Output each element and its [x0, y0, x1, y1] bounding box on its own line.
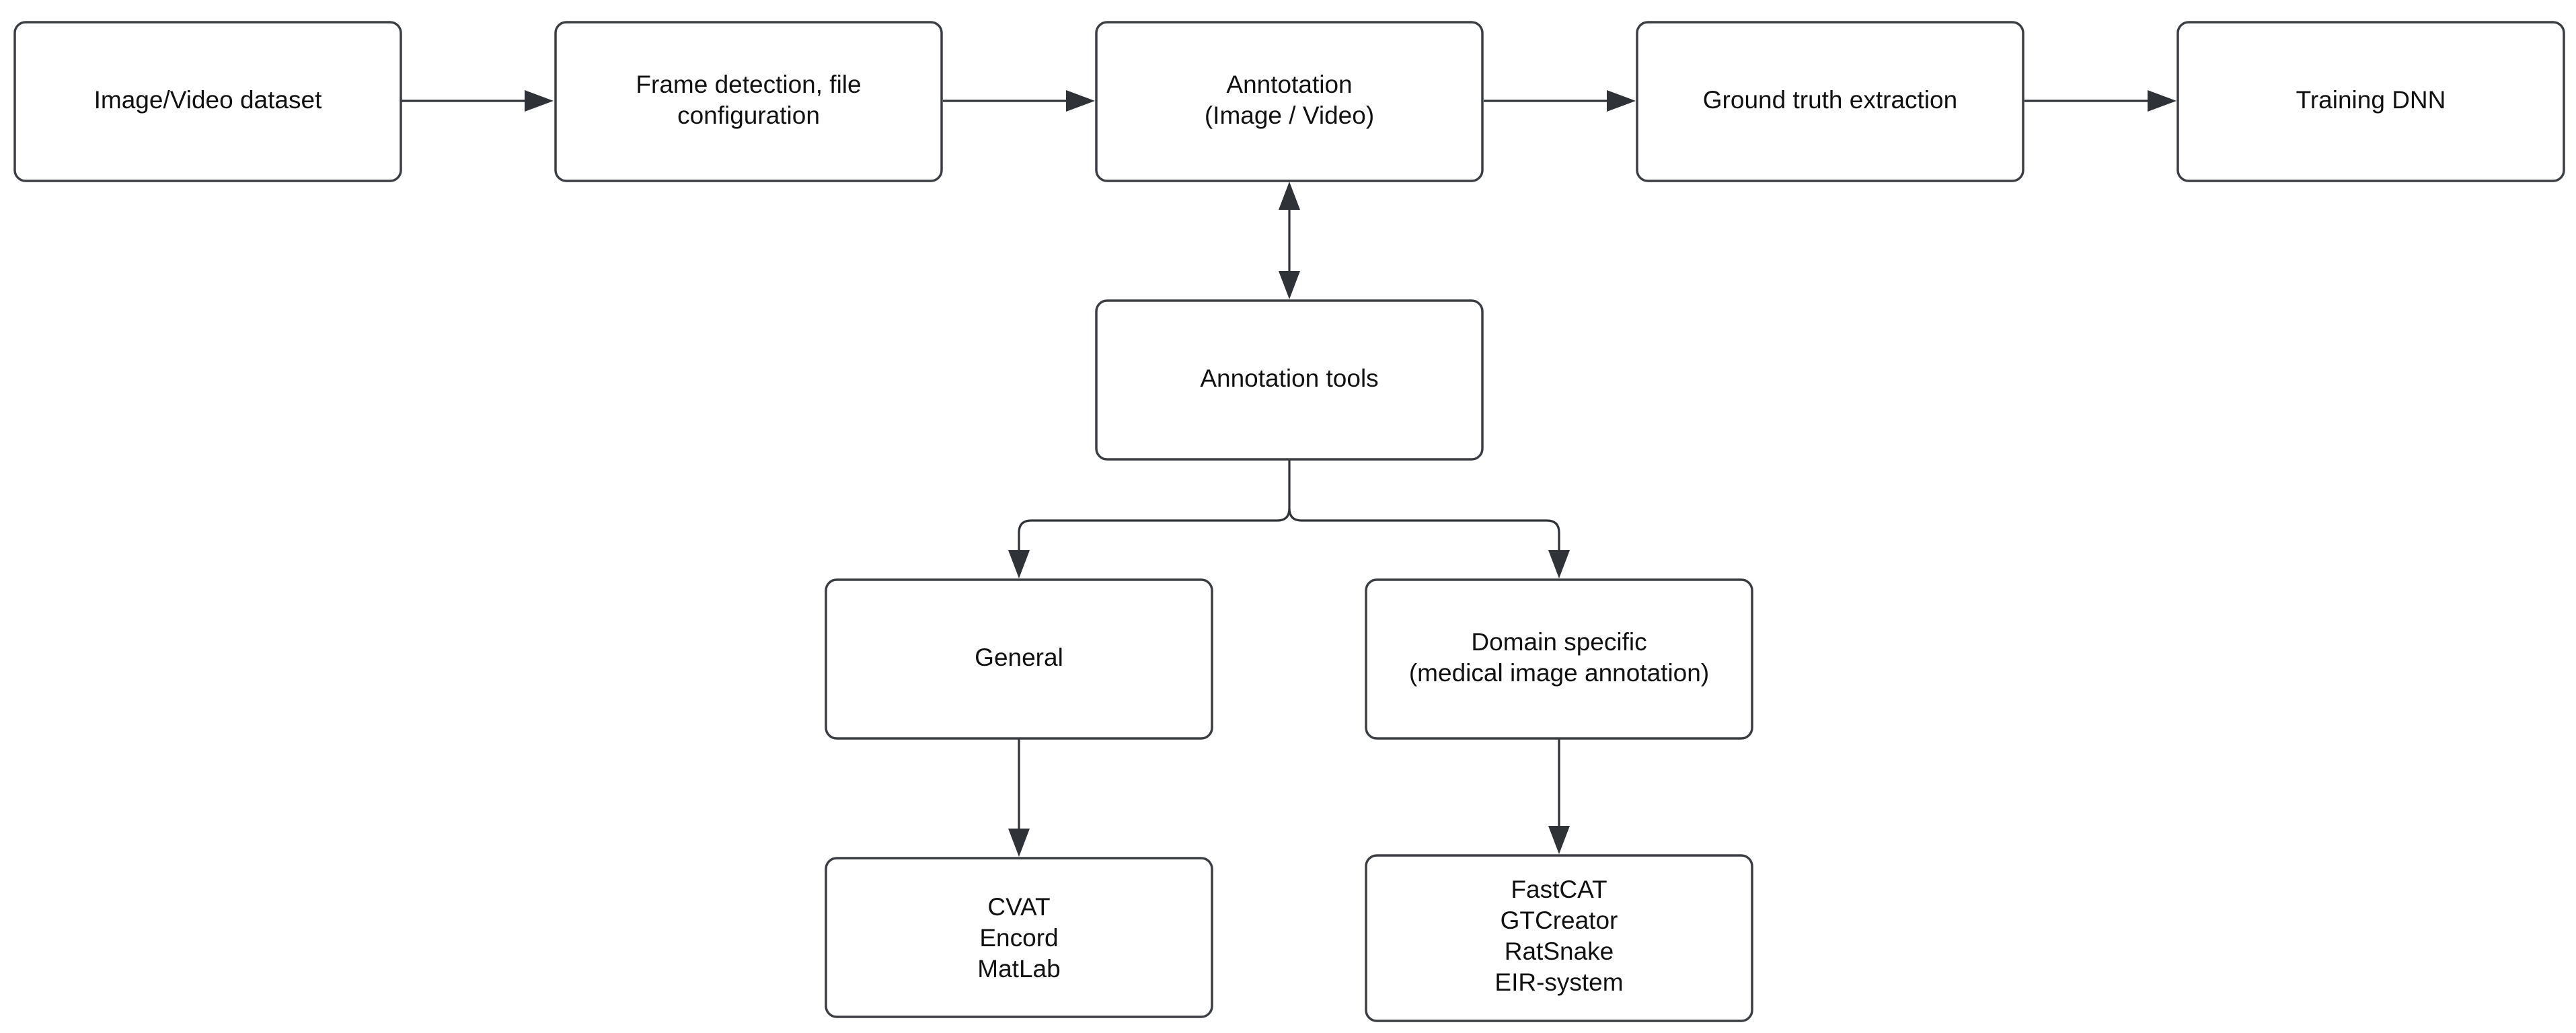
arrowhead-icon [1548, 550, 1570, 578]
node-image-video-dataset[interactable]: Image/Video dataset [13, 21, 402, 182]
node-label-line: Annotation tools [1200, 365, 1378, 392]
edge-domain-to-list [1548, 738, 1570, 854]
node-training-dnn[interactable]: Training DNN [2176, 21, 2565, 182]
node-label: Image/Video dataset [94, 86, 322, 114]
node-label: Domain specific (medical image annotation… [1409, 628, 1709, 687]
nodes-layer: Image/Video dataset Frame detection, fil… [13, 21, 2565, 1022]
node-label: General [975, 644, 1063, 671]
node-label-line: Frame detection, file [636, 71, 861, 98]
edge-general-to-list [1008, 738, 1030, 857]
node-annotation-tools[interactable]: Annotation tools [1095, 299, 1484, 461]
node-ground-truth-extraction[interactable]: Ground truth extraction [1636, 21, 2024, 182]
node-label-line: Domain specific [1471, 628, 1646, 656]
node-label: Frame detection, file configuration [636, 71, 861, 129]
edge-frame-to-annotation [943, 90, 1095, 112]
node-label: Anntotation (Image / Video) [1205, 71, 1374, 129]
node-domain-specific[interactable]: Domain specific (medical image annotation… [1365, 578, 1753, 740]
arrowhead-icon [2148, 90, 2176, 112]
edge-dataset-to-frame [402, 90, 554, 112]
node-label: Ground truth extraction [1703, 86, 1957, 114]
edge-annotation-to-ground-truth [1484, 90, 1636, 112]
node-label-line: Anntotation [1226, 71, 1352, 98]
arrowhead-icon [1008, 829, 1030, 857]
node-general[interactable]: General [825, 578, 1213, 740]
arrowhead-icon [1548, 826, 1570, 854]
node-label-line: FastCAT [1511, 876, 1607, 903]
node-label-line: (Image / Video) [1205, 102, 1374, 129]
node-label-line: RatSnake [1505, 938, 1614, 965]
node-label: Training DNN [2296, 86, 2446, 114]
arrowhead-icon [1607, 90, 1636, 112]
node-label-line: Image/Video dataset [94, 86, 322, 114]
node-label-line: Training DNN [2296, 86, 2446, 114]
node-label-line: Ground truth extraction [1703, 86, 1957, 114]
arrowhead-icon [525, 90, 554, 112]
node-frame-detection[interactable]: Frame detection, file configuration [554, 21, 943, 182]
node-label-line: GTCreator [1501, 907, 1618, 934]
node-label-line: General [975, 644, 1063, 671]
edge-tools-to-domain [1288, 508, 1570, 578]
arrowhead-icon [1066, 90, 1095, 112]
node-label: Annotation tools [1200, 365, 1378, 392]
edges-layer [402, 90, 2176, 857]
edge-tools-to-general [1008, 459, 1291, 578]
arrowhead-icon [1008, 550, 1030, 578]
node-label-line: EIR-system [1494, 968, 1623, 996]
arrowhead-down-icon [1279, 271, 1300, 299]
node-label-line: (medical image annotation) [1409, 659, 1709, 687]
node-label-line: configuration [677, 102, 820, 129]
node-label-line: Encord [979, 924, 1058, 952]
arrowhead-up-icon [1279, 182, 1300, 210]
edge-ground-truth-to-training [2024, 90, 2176, 112]
node-label-line: MatLab [977, 955, 1060, 983]
node-annotation[interactable]: Anntotation (Image / Video) [1095, 21, 1484, 182]
node-label-line: CVAT [987, 893, 1050, 921]
edge-annotation-tools-bidirectional [1279, 182, 1300, 299]
